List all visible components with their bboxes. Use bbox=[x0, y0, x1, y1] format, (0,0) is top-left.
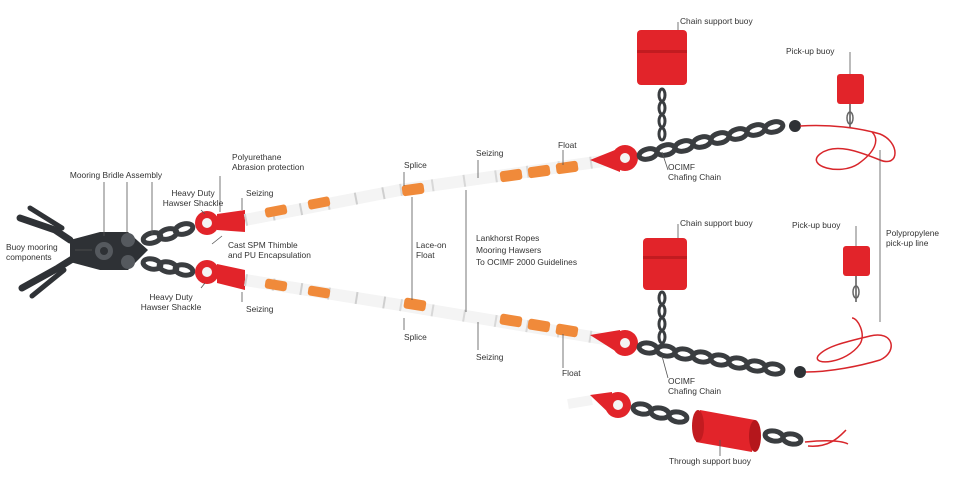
label-lankhorst-ropes: Lankhorst Ropes Mooring Hawsers To OCIMF… bbox=[476, 233, 578, 267]
upper-hawser-assembly bbox=[140, 30, 896, 246]
label-ocimf-chafing-chain-top: OCIMF Chafing Chain bbox=[668, 162, 722, 182]
label-pick-up-buoy-top: Pick-up buoy bbox=[786, 46, 835, 56]
label-buoy-mooring-components: Buoy mooring components bbox=[6, 242, 58, 262]
label-mooring-bridle-assembly: Mooring Bridle Assembly bbox=[69, 170, 163, 180]
label-through-support-buoy: Through support buoy bbox=[669, 456, 751, 466]
label-chain-support-buoy-top: Chain support buoy bbox=[680, 16, 753, 26]
label-heavy-duty-hawser-shackle-bottom: Heavy Duty Hawser Shackle bbox=[140, 292, 202, 312]
label-float-bottom: Float bbox=[562, 368, 581, 378]
label-lace-on-float: Lace-on Float bbox=[416, 240, 447, 260]
label-chain-support-buoy-bottom: Chain support buoy bbox=[680, 218, 753, 228]
label-splice-top: Splice bbox=[404, 160, 427, 170]
lower-hawser-assembly bbox=[140, 238, 892, 378]
label-heavy-duty-hawser-shackle-top: Heavy Duty Hawser Shackle bbox=[162, 188, 224, 208]
label-float-top: Float bbox=[558, 140, 577, 150]
label-polypropylene-pick-up-line: Polypropylene pick-up line bbox=[886, 228, 940, 248]
through-support-buoy-assembly bbox=[567, 392, 849, 452]
buoy-mooring-components-group bbox=[16, 205, 148, 299]
label-ocimf-chafing-chain-bottom: OCIMF Chafing Chain bbox=[668, 376, 722, 396]
label-pick-up-buoy-bottom: Pick-up buoy bbox=[792, 220, 841, 230]
label-splice-bottom: Splice bbox=[404, 332, 427, 342]
label-cast-spm-thimble: Cast SPM Thimble and PU Encapsulation bbox=[228, 240, 311, 260]
label-seizing-bottom-left: Seizing bbox=[246, 304, 274, 314]
label-seizing-top-mid: Seizing bbox=[476, 148, 504, 158]
label-polyurethane-abrasion: Polyurethane Abrasion protection bbox=[232, 152, 305, 172]
label-seizing-bottom-mid: Seizing bbox=[476, 352, 504, 362]
leader-lines bbox=[75, 22, 881, 456]
label-seizing-top-left: Seizing bbox=[246, 188, 274, 198]
